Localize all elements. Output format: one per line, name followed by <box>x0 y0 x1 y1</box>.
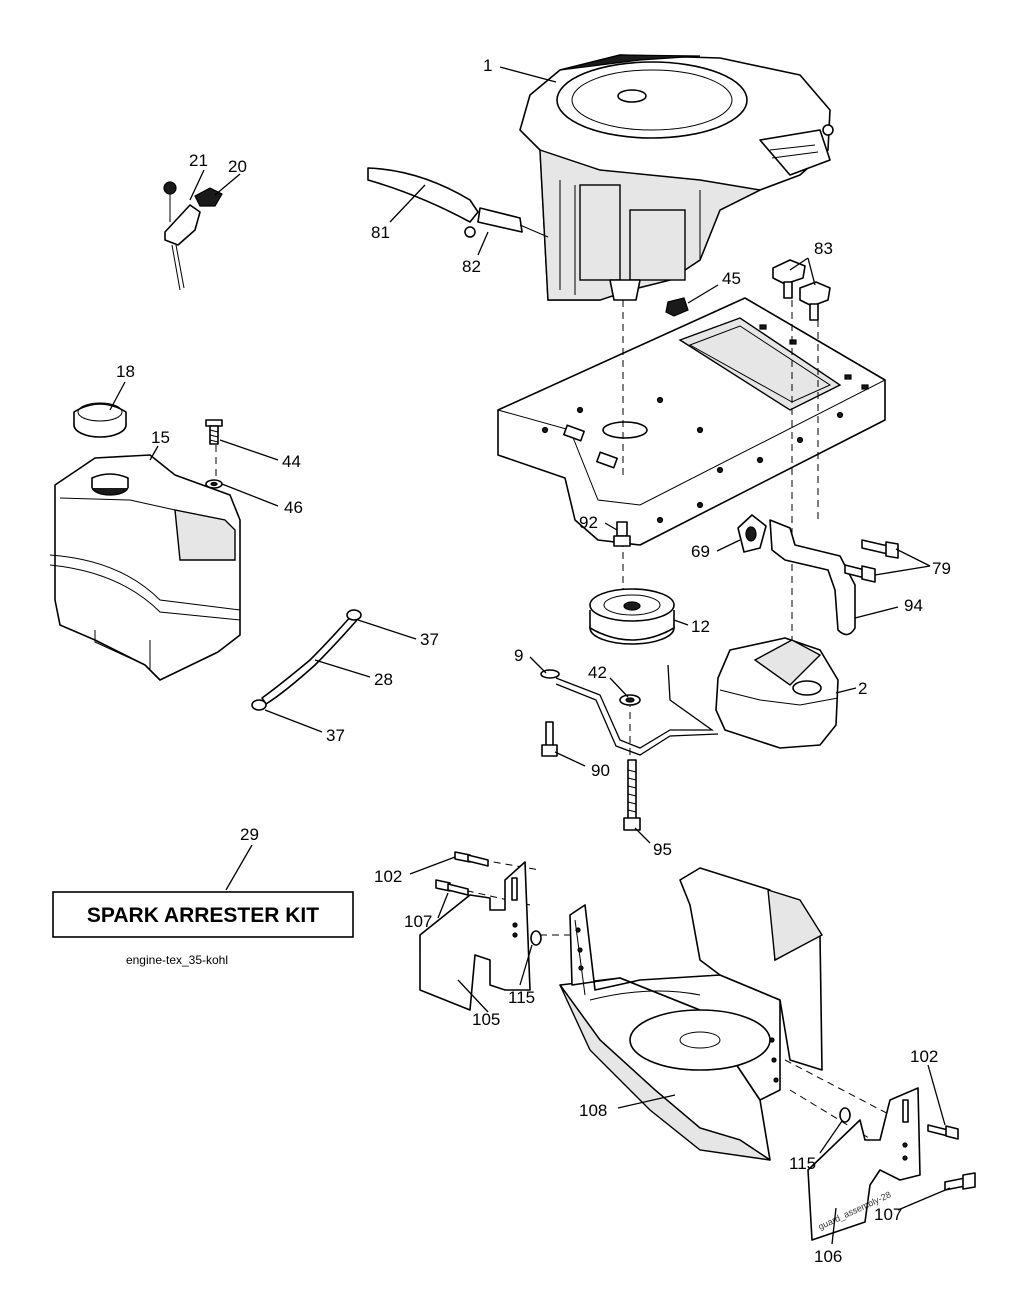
callout-9: 9 <box>514 646 523 665</box>
exhaust-pipe-94 <box>769 519 856 636</box>
spark-arrester-kit-label: SPARK ARRESTER KIT <box>87 904 319 927</box>
callout-108: 108 <box>579 1101 607 1120</box>
engine <box>519 54 834 301</box>
frame <box>497 297 886 546</box>
callout-44: 44 <box>282 452 301 471</box>
callout-46: 46 <box>284 498 303 517</box>
bolt-44 <box>205 419 223 445</box>
fuel-filter-82 <box>464 207 549 238</box>
callout-numbers: 1 21 20 81 82 45 83 18 15 44 46 92 69 79… <box>116 56 951 1266</box>
callout-115-right: 115 <box>789 1154 816 1173</box>
callout-79: 79 <box>932 559 951 578</box>
callout-95: 95 <box>653 840 672 859</box>
callout-37-top: 37 <box>420 630 439 649</box>
bolt-107-right <box>944 1172 976 1191</box>
bolt-102-left <box>454 851 489 867</box>
bolt-90 <box>541 721 558 757</box>
callout-107-left: 107 <box>404 912 432 931</box>
washer-46 <box>205 479 223 489</box>
callout-29: 29 <box>240 825 259 844</box>
washer-115-right <box>839 1107 851 1123</box>
callout-115-left: 115 <box>508 988 535 1007</box>
clamp-37 <box>251 609 362 711</box>
screw-21 <box>163 181 177 222</box>
bolt-92 <box>613 521 631 547</box>
callout-69: 69 <box>691 542 710 561</box>
pulley-12 <box>589 588 675 645</box>
bracket-105 <box>419 861 531 1011</box>
callout-42: 42 <box>588 663 607 682</box>
fuel-tank-15 <box>49 454 241 681</box>
bolt-95 <box>623 759 641 831</box>
washer-42 <box>619 694 641 706</box>
callout-106: 106 <box>814 1247 842 1266</box>
callout-20: 20 <box>228 157 247 176</box>
nut-45 <box>665 297 689 317</box>
callout-94: 94 <box>904 596 923 615</box>
bolt-102-right <box>927 1124 959 1140</box>
gasket-69 <box>737 514 767 553</box>
belt-guard-108 <box>559 867 823 1161</box>
washer-115-left <box>530 930 542 946</box>
bolt-79 <box>844 539 899 583</box>
muffler-2 <box>715 637 839 749</box>
spark-arrester-kit <box>52 891 354 938</box>
fuel-line-81 <box>367 167 479 223</box>
callout-107-right: 107 <box>874 1205 902 1224</box>
callout-102-right: 102 <box>910 1047 938 1066</box>
callout-105: 105 <box>472 1010 500 1029</box>
diagram-caption: engine-tex_35-kohl <box>126 953 228 967</box>
callout-28: 28 <box>374 670 393 689</box>
callout-81: 81 <box>371 223 390 242</box>
callout-102-left: 102 <box>374 867 402 886</box>
callout-12: 12 <box>691 617 710 636</box>
callout-15: 15 <box>151 428 170 447</box>
throttle-control-20 <box>164 187 223 291</box>
leader-lines <box>109 66 951 1245</box>
callout-2: 2 <box>858 679 867 698</box>
callout-37-bottom: 37 <box>326 726 345 745</box>
callout-18: 18 <box>116 362 135 381</box>
callout-92: 92 <box>579 513 598 532</box>
callout-90: 90 <box>591 761 610 780</box>
callout-1: 1 <box>483 56 492 75</box>
callout-83: 83 <box>814 239 833 258</box>
fuel-hose-28 <box>261 614 358 705</box>
callout-45: 45 <box>722 269 741 288</box>
knob-83 <box>772 259 831 321</box>
callout-82: 82 <box>462 257 481 276</box>
gas-cap-18 <box>73 402 127 438</box>
callout-21: 21 <box>189 151 208 170</box>
bolt-107-left <box>435 879 469 896</box>
